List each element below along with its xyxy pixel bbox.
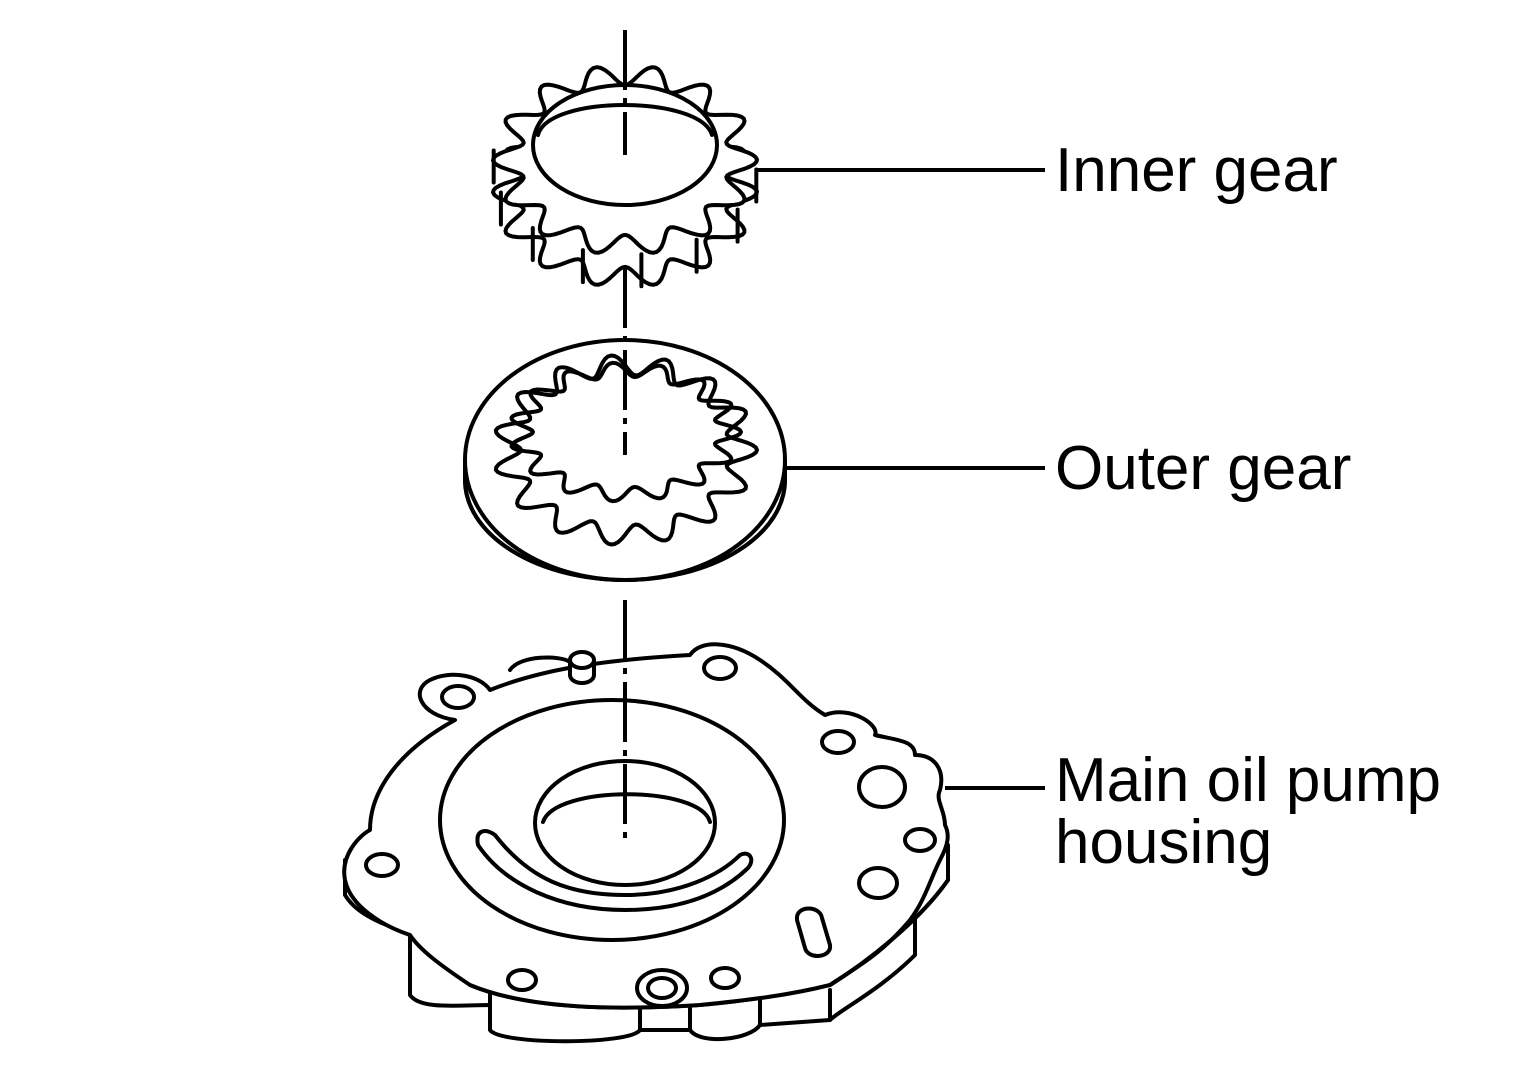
leader-lines [755,170,1045,788]
housing-bolt-hole [508,970,536,990]
housing-bolt-hole [905,829,935,851]
housing-bolt-hole [711,968,739,988]
housing-bolt-hole [859,868,897,898]
main-oil-pump-housing-drawing [344,644,948,1041]
housing-bottom-fitting-inner [648,978,676,998]
housing-bolt-hole [822,731,854,753]
housing-bolt-hole [704,657,736,679]
housing-top-rib [510,657,570,670]
housing-bolt-hole [859,767,905,807]
housing-crescent [477,831,751,910]
housing-slot [797,908,830,955]
housing-bolt-hole [366,854,398,876]
outer-gear-bottom-rim [465,480,785,580]
outer-gear-inner-teeth-depth [512,363,742,501]
outer-gear-label: Outer gear [1055,434,1352,503]
inner-gear-bore-inner-edge [538,105,712,135]
housing-bolt-hole [442,686,474,708]
inner-gear-side-edges [494,151,757,287]
housing-rim-detail [830,880,948,985]
housing-bore-inner-edge [543,794,710,822]
housing-dowel-pin-top [570,652,594,668]
housing-label-line-1: Main oil pump [1055,746,1441,815]
inner-gear-label: Inner gear [1055,136,1338,205]
housing-label-line-2: housing [1055,808,1273,877]
